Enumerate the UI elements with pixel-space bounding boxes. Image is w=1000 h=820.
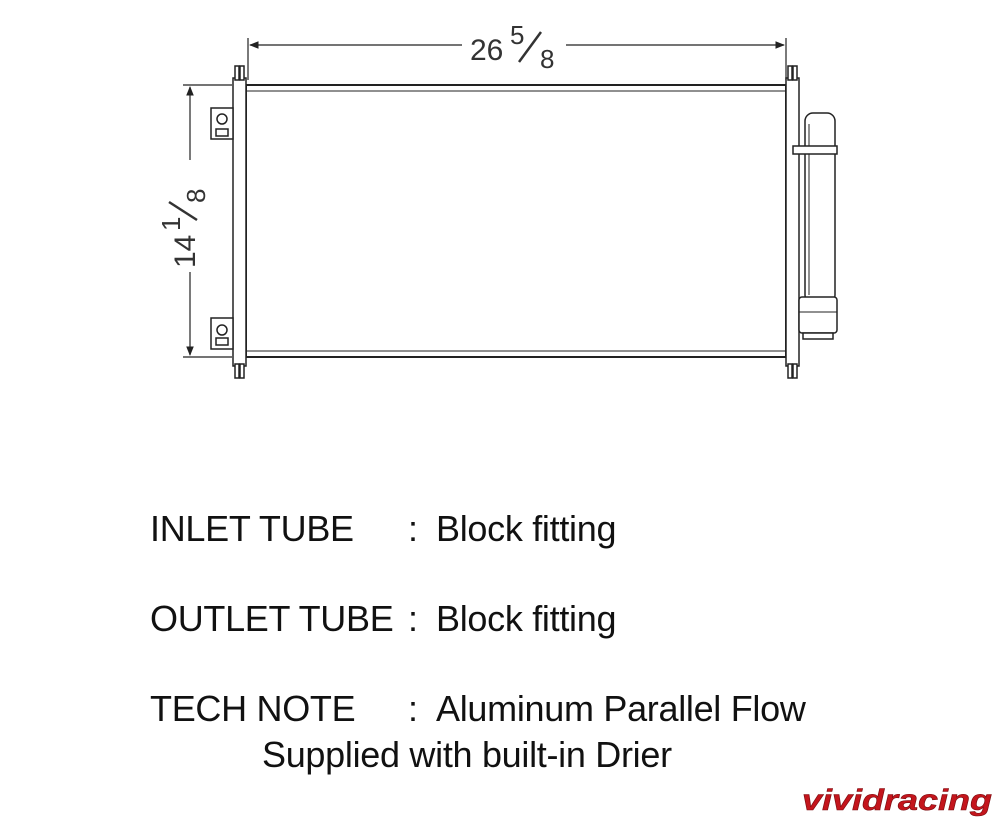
spec-label: INLET TUBE	[150, 508, 354, 549]
svg-text:vividracing: vividracing	[802, 784, 992, 817]
right-header-tank	[785, 65, 800, 379]
outlet-block-fitting	[210, 317, 234, 350]
spec-separator: :	[408, 598, 418, 639]
height-dimension-label: 14 1 8	[156, 189, 211, 268]
svg-text:5: 5	[510, 20, 524, 50]
height-dimension	[183, 84, 232, 358]
spec-value: Block fitting	[436, 598, 617, 639]
tech-note-line-2: Supplied with built-in Drier	[262, 734, 672, 775]
svg-text:8: 8	[181, 189, 211, 203]
condenser-diagram: 26 5 8 14 1 8	[156, 20, 838, 379]
spec-separator: :	[408, 688, 418, 729]
svg-text:1: 1	[156, 217, 186, 231]
width-dimension-label: 26 5 8	[470, 20, 554, 74]
spec-label: TECH NOTE	[150, 688, 356, 729]
inlet-block-fitting	[210, 107, 234, 140]
spec-value: Aluminum Parallel Flow	[436, 688, 806, 729]
receiver-drier	[792, 112, 838, 340]
left-header-tank	[232, 65, 247, 379]
condenser-core	[245, 84, 787, 358]
spec-value: Block fitting	[436, 508, 617, 549]
width-dimension	[247, 38, 787, 80]
svg-text:26: 26	[470, 34, 503, 67]
vividracing-logo: vividracing	[802, 784, 993, 818]
svg-text:8: 8	[540, 44, 554, 74]
spec-separator: :	[408, 508, 418, 549]
spec-label: OUTLET TUBE	[150, 598, 394, 639]
svg-text:14: 14	[169, 235, 202, 268]
